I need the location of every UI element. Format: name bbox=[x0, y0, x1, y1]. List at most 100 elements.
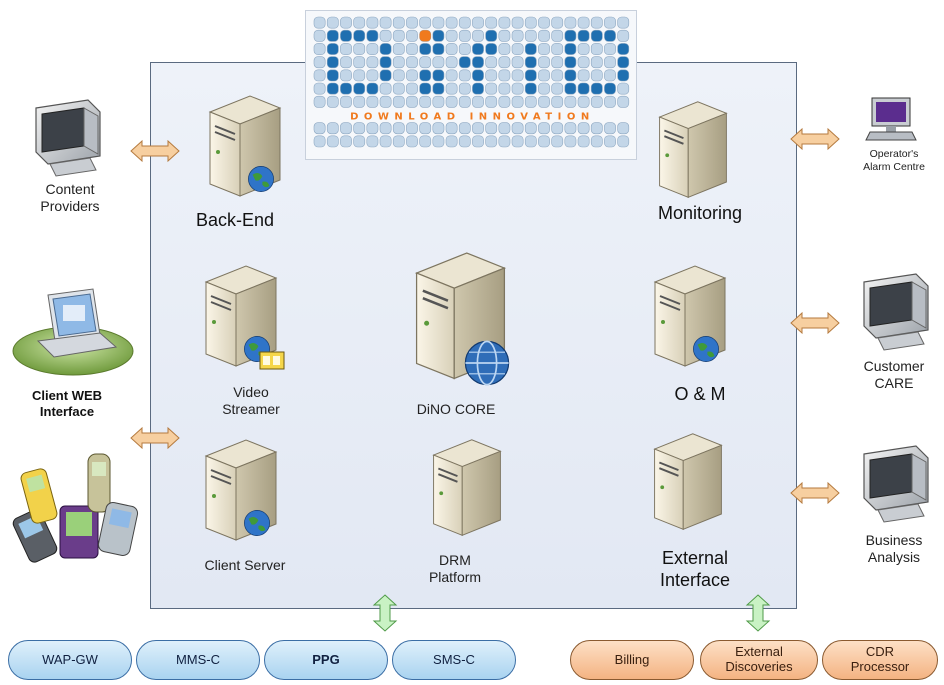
logo-dot bbox=[340, 135, 352, 148]
logo-dot-grid: DOWNLOAD INNOVATION bbox=[313, 16, 630, 148]
logo-dot bbox=[590, 135, 603, 148]
logo-dot bbox=[472, 95, 484, 108]
logo-dot bbox=[538, 82, 550, 95]
logo-dot bbox=[445, 16, 458, 29]
logo-dot bbox=[406, 135, 418, 148]
logo-dot bbox=[472, 56, 484, 69]
client-web-interface-label: Client WEB Interface bbox=[31, 388, 103, 419]
logo-dot bbox=[326, 16, 339, 29]
logo-dot bbox=[551, 69, 564, 82]
logo-dot bbox=[340, 29, 352, 42]
mms-c-pill[interactable]: MMS-C bbox=[136, 640, 260, 680]
globe-icon bbox=[247, 165, 274, 192]
logo-dot bbox=[419, 82, 432, 95]
logo-dot bbox=[472, 16, 484, 29]
customer-care-label: Customer CARE bbox=[863, 358, 925, 391]
logo-dot bbox=[379, 29, 392, 42]
logo-dot bbox=[617, 122, 630, 135]
logo-dot bbox=[458, 135, 471, 148]
logo-dot bbox=[432, 122, 445, 135]
logo-dot bbox=[458, 16, 471, 29]
external-interface-server-icon bbox=[653, 433, 723, 530]
logo-dot bbox=[340, 69, 352, 82]
logo-dot bbox=[313, 82, 326, 95]
logo-dot bbox=[313, 43, 326, 55]
logo-dot bbox=[577, 43, 590, 55]
logo-dot bbox=[406, 56, 418, 69]
logo-dot bbox=[498, 95, 511, 108]
logo-dot bbox=[485, 135, 498, 148]
content-providers-label: Content Providers bbox=[40, 181, 100, 214]
logo-dot bbox=[406, 95, 418, 108]
billing-pill[interactable]: Billing bbox=[570, 640, 694, 680]
wap-gw-pill[interactable]: WAP-GW bbox=[8, 640, 132, 680]
crt-monitor-icon bbox=[863, 445, 929, 523]
download-innovation-logo: DOWNLOAD INNOVATION bbox=[305, 10, 637, 160]
sms-c-pill[interactable]: SMS-C bbox=[392, 640, 516, 680]
logo-dot bbox=[340, 56, 352, 69]
logo-dot bbox=[313, 95, 326, 108]
globe-icon bbox=[692, 335, 719, 362]
logo-dot bbox=[617, 16, 630, 29]
logo-dot bbox=[392, 95, 405, 108]
logo-dot bbox=[326, 69, 339, 82]
logo-dot bbox=[432, 95, 445, 108]
film-icon bbox=[259, 351, 285, 370]
logo-dot bbox=[366, 82, 379, 95]
logo-dot bbox=[406, 29, 418, 42]
logo-dot bbox=[419, 122, 432, 135]
logo-dot bbox=[472, 135, 484, 148]
logo-dot bbox=[604, 135, 616, 148]
logo-dot bbox=[432, 69, 445, 82]
logo-dot bbox=[538, 135, 550, 148]
video-streamer-label: Video Streamer bbox=[222, 384, 280, 417]
alarm-monitor-icon bbox=[865, 97, 917, 141]
logo-dot bbox=[392, 122, 405, 135]
logo-dot bbox=[551, 95, 564, 108]
logo-dot bbox=[432, 56, 445, 69]
logo-dot bbox=[326, 56, 339, 69]
logo-dot bbox=[340, 16, 352, 29]
globe-icon bbox=[243, 509, 270, 536]
logo-dot bbox=[340, 122, 352, 135]
logo-dot bbox=[617, 69, 630, 82]
logo-dot bbox=[564, 135, 577, 148]
logo-dot bbox=[564, 56, 577, 69]
drm-server-icon bbox=[432, 439, 502, 536]
logo-dot bbox=[511, 43, 524, 55]
ppg-pill[interactable]: PPG bbox=[264, 640, 388, 680]
logo-dot bbox=[392, 135, 405, 148]
logo-dot bbox=[498, 43, 511, 55]
drm-platform-label: DRM Platform bbox=[428, 552, 482, 585]
logo-dot bbox=[406, 16, 418, 29]
logo-dot bbox=[498, 69, 511, 82]
logo-dot bbox=[511, 95, 524, 108]
logo-dot bbox=[604, 122, 616, 135]
logo-dot bbox=[511, 56, 524, 69]
logo-dot bbox=[524, 82, 537, 95]
logo-dot bbox=[353, 43, 366, 55]
globe-icon bbox=[464, 340, 509, 386]
cdr-processor-pill[interactable]: CDR Processor bbox=[822, 640, 938, 680]
logo-dot bbox=[551, 122, 564, 135]
logo-dot bbox=[419, 95, 432, 108]
logo-dot bbox=[617, 135, 630, 148]
logo-dot bbox=[432, 135, 445, 148]
logo-dot bbox=[445, 43, 458, 55]
logo-dot bbox=[366, 122, 379, 135]
crt-monitor-icon bbox=[863, 273, 929, 351]
external-discoveries-pill[interactable]: External Discoveries bbox=[700, 640, 818, 680]
logo-dot bbox=[472, 82, 484, 95]
logo-dot bbox=[538, 122, 550, 135]
logo-dot bbox=[564, 29, 577, 42]
logo-dot bbox=[379, 43, 392, 55]
logo-dot bbox=[498, 135, 511, 148]
logo-dot bbox=[419, 135, 432, 148]
logo-dot bbox=[590, 29, 603, 42]
logo-dot bbox=[445, 122, 458, 135]
logo-dot bbox=[379, 122, 392, 135]
double-arrow-icon bbox=[790, 127, 840, 151]
logo-dot bbox=[445, 82, 458, 95]
logo-dot bbox=[604, 82, 616, 95]
logo-dot bbox=[485, 16, 498, 29]
